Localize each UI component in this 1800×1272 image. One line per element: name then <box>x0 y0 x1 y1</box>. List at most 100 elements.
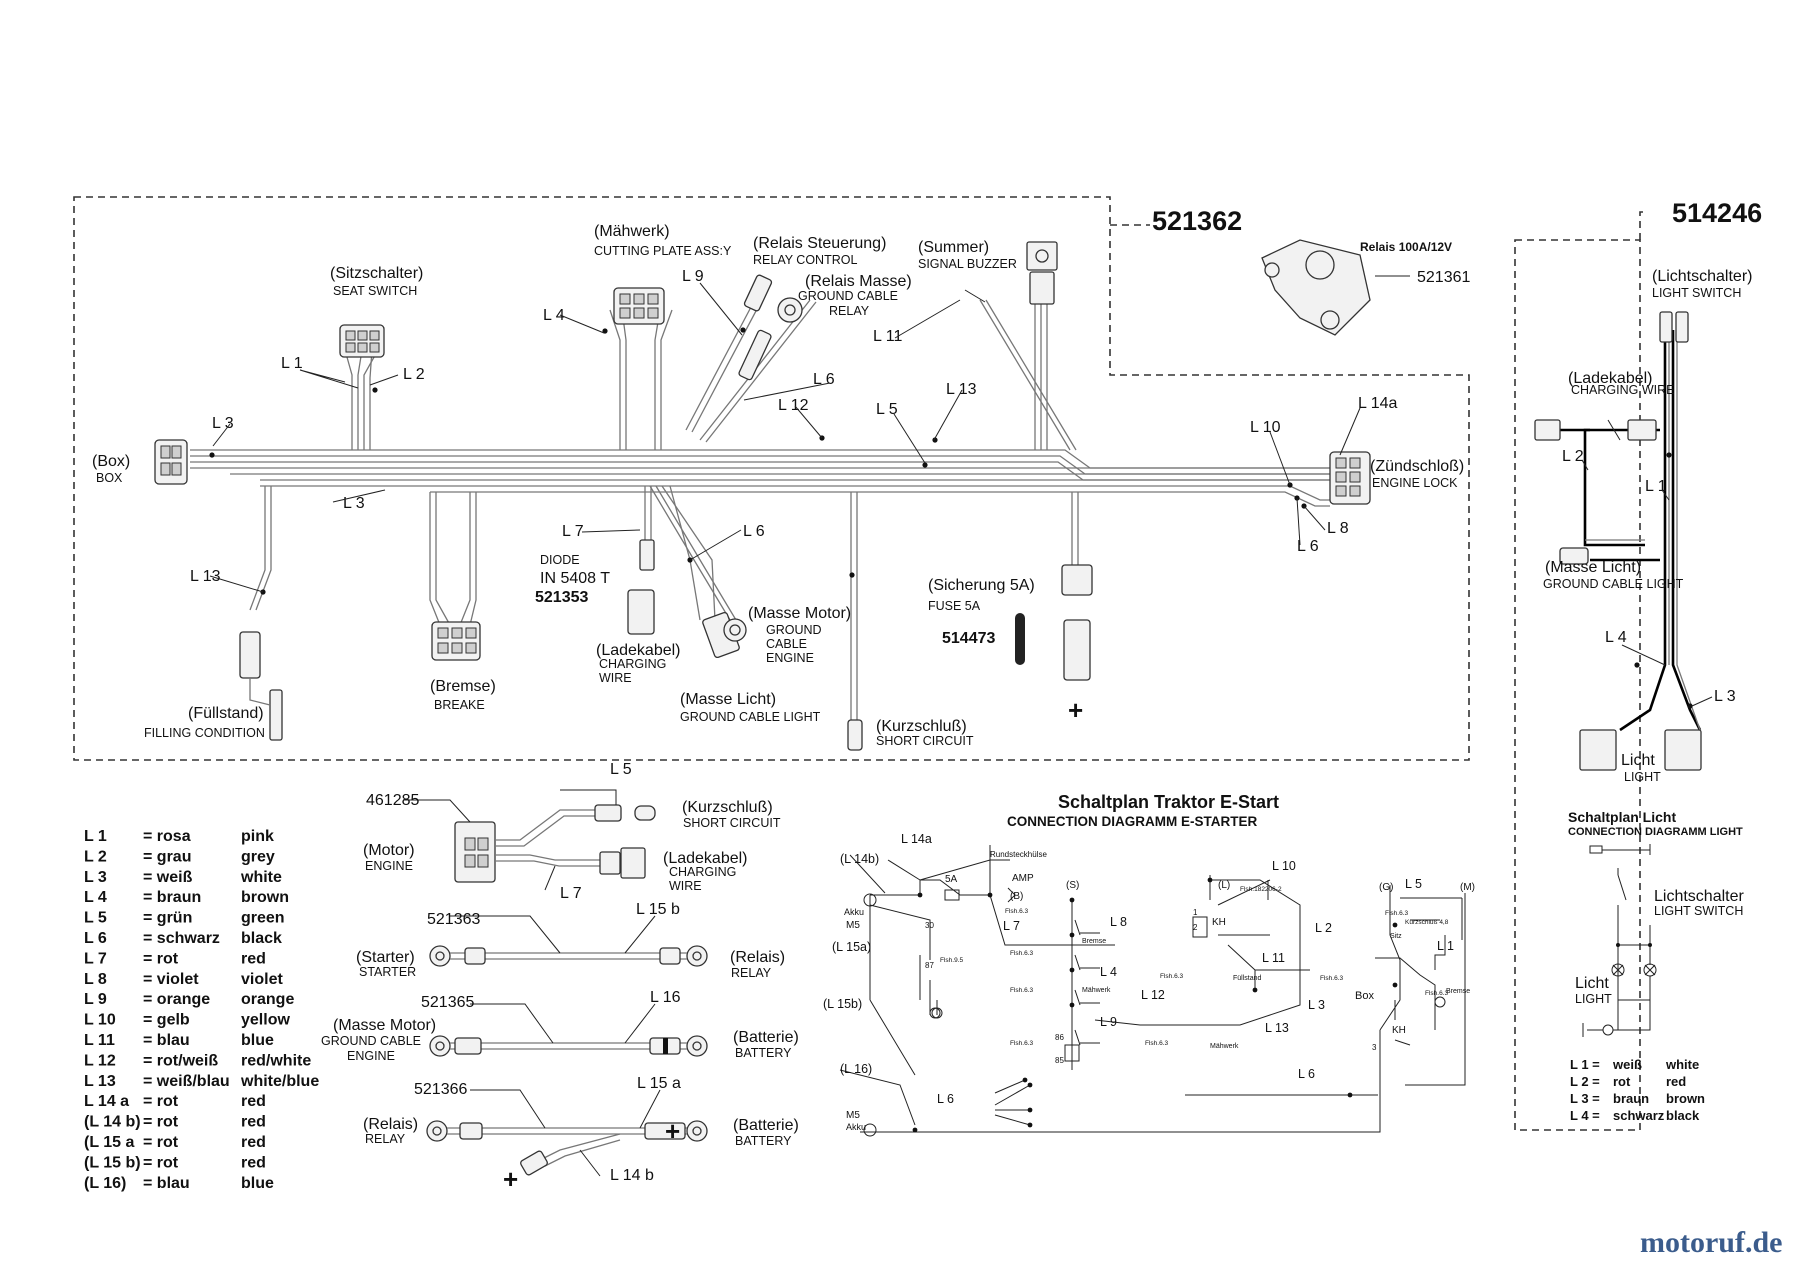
sch-m5: M5 <box>846 920 860 931</box>
label-cutting-plate: CUTTING PLATE ASS:Y <box>594 244 732 258</box>
sch-l14a: L 14a <box>901 832 932 846</box>
cable-521365 <box>429 1003 708 1057</box>
tag-l7: L 7 <box>562 523 584 540</box>
sch-sitz: Sitz <box>1390 933 1402 940</box>
legend-english: blue <box>241 1032 274 1049</box>
label-summer: (Summer) <box>918 239 989 256</box>
label-ground-b-2: ENGINE <box>347 1049 395 1063</box>
legend-code: L 2 <box>84 848 107 865</box>
label-relay-spec: Relais 100A/12V <box>1360 240 1452 254</box>
cable-521363 <box>429 915 708 967</box>
label-seat-switch: SEAT SWITCH <box>333 284 417 298</box>
part-number-cable-ground: 521365 <box>421 994 474 1011</box>
label-box-en: BOX <box>96 471 123 485</box>
label-ground-engine-1: GROUND <box>766 623 822 637</box>
legend-german: = rot <box>143 1154 179 1171</box>
label-charging-2: WIRE <box>599 671 632 685</box>
filling-connector <box>239 631 283 741</box>
legend-code: L 9 <box>84 991 107 1008</box>
legend-code: L 14 a <box>84 1093 129 1110</box>
sch-tag-l11: L 11 <box>1262 951 1285 965</box>
harness-521362-outline <box>73 196 1470 761</box>
part-number-cable-relay: 521366 <box>414 1081 467 1098</box>
part-number-diode: 521353 <box>535 589 588 606</box>
light-legend-english: red <box>1666 1074 1686 1089</box>
label-plus-fuse: + <box>1068 695 1083 725</box>
light-schematic-switch-en: LIGHT SWITCH <box>1654 904 1743 918</box>
sch-tag-l8: L 8 <box>1110 915 1127 929</box>
light-legend-english: black <box>1666 1108 1700 1123</box>
tag-light-l1: L 1 <box>1645 478 1667 495</box>
label-masse-licht-r: (Masse Licht) <box>1545 559 1641 576</box>
legend-english: violet <box>241 971 283 988</box>
schematic-title: Schaltplan Traktor E-Start <box>1058 792 1279 812</box>
label-relais-b: (Relais) <box>363 1116 418 1133</box>
part-number-fuse: 514473 <box>942 630 995 647</box>
tag-l2: L 2 <box>403 366 425 383</box>
fuse-component <box>1015 613 1025 665</box>
sch-bremse: Bremse <box>1446 988 1470 995</box>
sch-maehwerk-l: Mähwerk <box>1082 987 1111 994</box>
legend-german: = rot <box>143 1134 179 1151</box>
legend-english: red <box>241 950 266 967</box>
legend-german: = rot <box>143 1114 179 1131</box>
tag-light-l3: L 3 <box>1714 688 1736 705</box>
sch-l14b: (L 14b) <box>840 852 879 866</box>
sch-box: Box <box>1355 990 1374 1002</box>
filling-branch <box>249 486 272 611</box>
label-ground-cable-relay-1: GROUND CABLE <box>798 289 898 303</box>
main-harness-trunk <box>190 449 1330 507</box>
sch-maehwerk: Mähwerk <box>1210 1043 1239 1050</box>
label-short-circuit: SHORT CIRCUIT <box>876 734 974 748</box>
sch-tag-l7: L 7 <box>1003 919 1020 933</box>
main-wire-tags: L 1 L 2 L 3 L 3 L 4 L 9 L 11 L 6 L 12 L … <box>190 268 1398 593</box>
tag-l1: L 1 <box>281 355 303 372</box>
legend-german: = rosa <box>143 828 191 845</box>
tag-l3-top: L 3 <box>212 415 234 432</box>
label-light-switch: LIGHT SWITCH <box>1652 286 1741 300</box>
light-schematic-subtitle: CONNECTION DIAGRAMM LIGHT <box>1568 826 1743 838</box>
label-masse-licht: (Masse Licht) <box>680 691 776 708</box>
label-engine: ENGINE <box>365 859 413 873</box>
label-relay: RELAY <box>731 966 772 980</box>
label-relay-b: RELAY <box>365 1132 406 1146</box>
sch-kh-2: KH <box>1392 1025 1406 1036</box>
legend-german: = braun <box>143 889 201 906</box>
legend-code: L 1 <box>84 828 107 845</box>
legend-german: = rot <box>143 950 179 967</box>
label-maehwerk: (Mähwerk) <box>594 223 670 240</box>
tag-l12: L 12 <box>778 397 809 414</box>
label-ground-cable-light: GROUND CABLE LIGHT <box>680 710 821 724</box>
legend-code: (L 14 b) <box>84 1114 141 1131</box>
light-legend-german: braun <box>1613 1091 1649 1106</box>
legend-code: L 7 <box>84 950 107 967</box>
label-charging-b-1: CHARGING <box>669 865 736 879</box>
legend-german: = grau <box>143 848 191 865</box>
legend-german: = rot <box>143 1093 179 1110</box>
label-licht: Licht <box>1621 752 1655 769</box>
light-legend-german: weiß <box>1612 1057 1642 1072</box>
diode-component <box>627 539 655 635</box>
label-plus-relay-cable: + <box>665 1116 680 1146</box>
box-connector <box>154 439 188 485</box>
label-breake: BREAKE <box>434 698 485 712</box>
tag-l8: L 8 <box>1327 520 1349 537</box>
sch-fish-1822: Flsh.182206-2 <box>1240 886 1282 893</box>
legend-german: = blau <box>143 1175 190 1192</box>
sch-l-node: (L) <box>1218 880 1230 891</box>
tag-bottom-l5: L 5 <box>610 761 632 778</box>
estart-schematic-labels: L 14a (L 14b) (L 15a) (L 15b) (L 16) Akk… <box>823 832 1475 1132</box>
label-ladekabel: (Ladekabel) <box>596 642 681 659</box>
light-legend-code: L 1 = <box>1570 1057 1600 1072</box>
tag-l6-right: L 6 <box>1297 538 1319 555</box>
tag-l9: L 9 <box>682 268 704 285</box>
brake-branch <box>429 492 477 626</box>
sch-fish-7: Flsh.6.3 <box>1320 975 1344 982</box>
fuse-branch <box>1071 492 1079 565</box>
legend-code: L 6 <box>84 930 107 947</box>
legend-code: L 11 <box>84 1032 115 1049</box>
label-short-circuit-b: SHORT CIRCUIT <box>683 816 781 830</box>
sch-n1: 1 <box>1193 908 1198 917</box>
legend-english: red <box>241 1093 266 1110</box>
